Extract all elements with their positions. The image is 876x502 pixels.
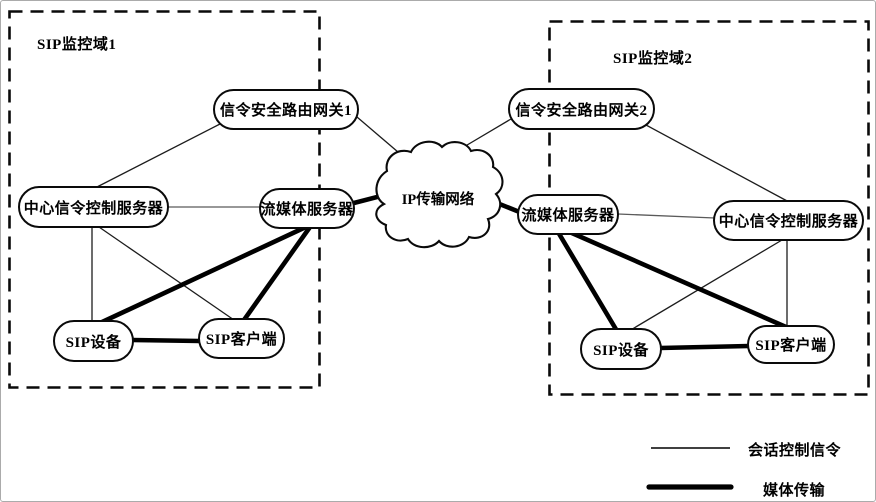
node-sip-device-1: SIP设备 (53, 320, 134, 362)
ip-cloud-label: IP传输网络 (401, 192, 475, 208)
session-control-edges (91, 116, 790, 332)
edge-central-server1-client1 (98, 226, 235, 321)
sip-domain-1-boundary (8, 10, 321, 389)
node-streaming-media-server-1: 流媒体服务器 (259, 188, 355, 229)
node-central-signaling-control-server-2: 中心信令控制服务器 (713, 200, 864, 241)
edge-media-server2-client2 (562, 227, 789, 330)
node-sip-device-2: SIP设备 (580, 328, 662, 370)
node-streaming-media-server-2: 流媒体服务器 (517, 194, 619, 235)
node-signaling-security-gateway-2: 信令安全路由网关2 (508, 88, 655, 130)
edge-device1-client1 (129, 337, 203, 344)
edge-media-server1-client1 (241, 224, 313, 323)
node-sip-client-2: SIP客户端 (747, 325, 835, 364)
node-central-signaling-control-server-1: 中心信令控制服务器 (18, 186, 169, 228)
edge-media-server1-device1 (97, 223, 311, 326)
legend-media-transport-label: 媒体传输 (763, 483, 826, 499)
node-signaling-security-gateway-1: 信令安全路由网关1 (213, 89, 359, 130)
edge-gateway1-central-server1 (94, 123, 221, 189)
edge-device2-client2 (657, 343, 752, 351)
edge-media-server2-device2 (555, 229, 620, 334)
sip-domain-2-label: SIP监控域2 (613, 51, 693, 67)
edge-gateway2-central-server2 (645, 124, 790, 203)
legend-session-control-label: 会话控制信令 (748, 443, 842, 459)
edge-central-server2-device2 (628, 239, 783, 332)
sip-domain-1-label: SIP监控域1 (37, 37, 117, 53)
ip-cloud-shape (375, 140, 504, 249)
edge-media-server2-central-server2 (617, 213, 716, 219)
node-sip-client-1: SIP客户端 (198, 318, 285, 359)
